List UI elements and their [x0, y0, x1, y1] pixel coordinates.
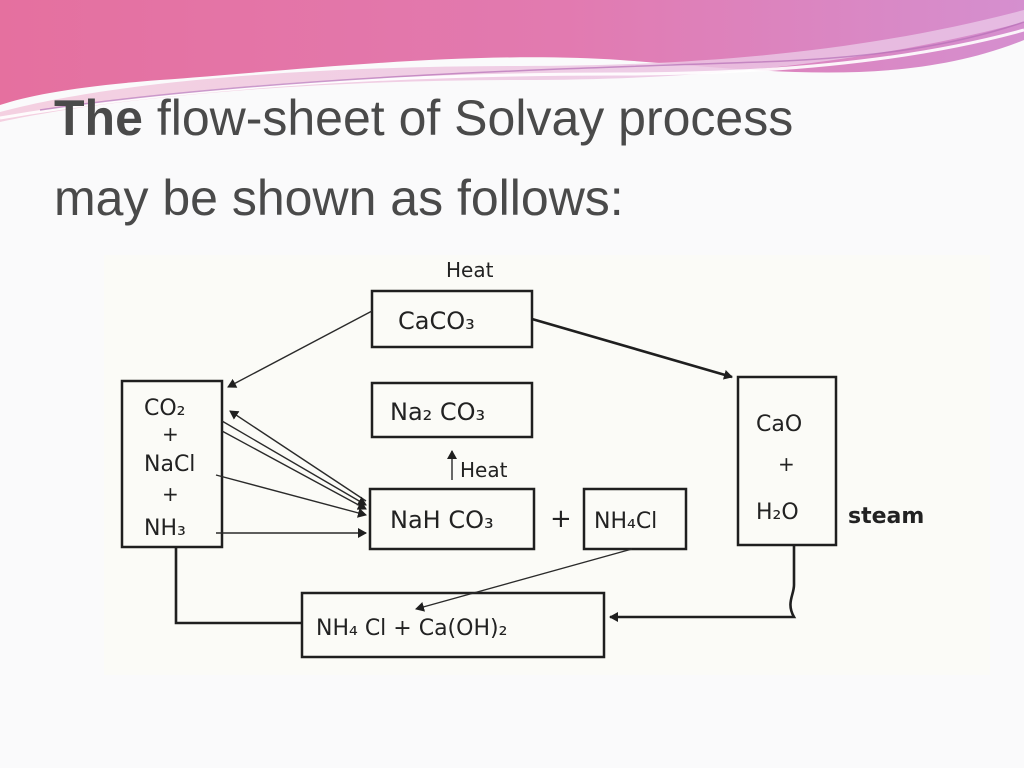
- plus-between-products: +: [550, 504, 572, 534]
- nahco3-label: NaH CO₃: [390, 506, 494, 534]
- nh4cl-caoh2-box: [300, 591, 606, 659]
- na2co3-box: [370, 381, 534, 439]
- steam-label: steam: [848, 504, 924, 529]
- title-line1-rest: flow-sheet of Solvay process: [156, 90, 794, 146]
- heat-label-mid: Heat: [460, 458, 508, 482]
- reactants-box: [120, 379, 224, 549]
- wire-bottom-to-reactants: [174, 547, 302, 625]
- header-wave-banner: [0, 0, 1024, 122]
- h2o-label: H₂O: [756, 500, 799, 525]
- na2co3-label: Na₂ CO₃: [390, 398, 485, 426]
- arrow-co2-to-nahco3: [221, 420, 367, 506]
- nh4cl-label: NH₄Cl: [594, 509, 657, 534]
- solvay-flow-sheet: Heat CaCO₃ Na₂ CO₃ Heat NaH CO₃ + NH₄Cl …: [104, 255, 990, 675]
- cao-plus: +: [778, 452, 795, 476]
- arrow-nacl-to-nahco3: [215, 474, 367, 518]
- title-line2: may be shown as follows:: [54, 170, 624, 226]
- title-bold-word: The: [54, 90, 143, 146]
- arrow-nh4cl-to-bottom: [415, 548, 633, 612]
- nahco3-box: [368, 487, 536, 551]
- arrow-caco3-to-cao: [531, 317, 733, 380]
- caco3-label: CaCO₃: [398, 307, 475, 335]
- cao-h2o-box: [736, 375, 838, 547]
- nh3-label: NH₃: [144, 516, 186, 541]
- nacl-label: NaCl: [144, 452, 195, 477]
- reactants-plus-1: +: [162, 422, 179, 446]
- arrow-caco3-to-co2: [227, 310, 373, 388]
- reactants-plus-2: +: [162, 482, 179, 506]
- heat-label-top: Heat: [446, 258, 494, 282]
- slide-title: The flow-sheet of Solvay process may be …: [54, 78, 954, 238]
- arrow-cao-to-bottom: [609, 545, 797, 622]
- nh4cl-caoh2-label: NH₄ Cl + Ca(OH)₂: [316, 616, 507, 641]
- arrow-co2-to-nahco3-2: [221, 430, 367, 510]
- arrow-co2-return: [229, 410, 367, 502]
- cao-label: CaO: [756, 412, 802, 437]
- co2-label: CO₂: [144, 396, 186, 421]
- nh4cl-box: [582, 487, 688, 551]
